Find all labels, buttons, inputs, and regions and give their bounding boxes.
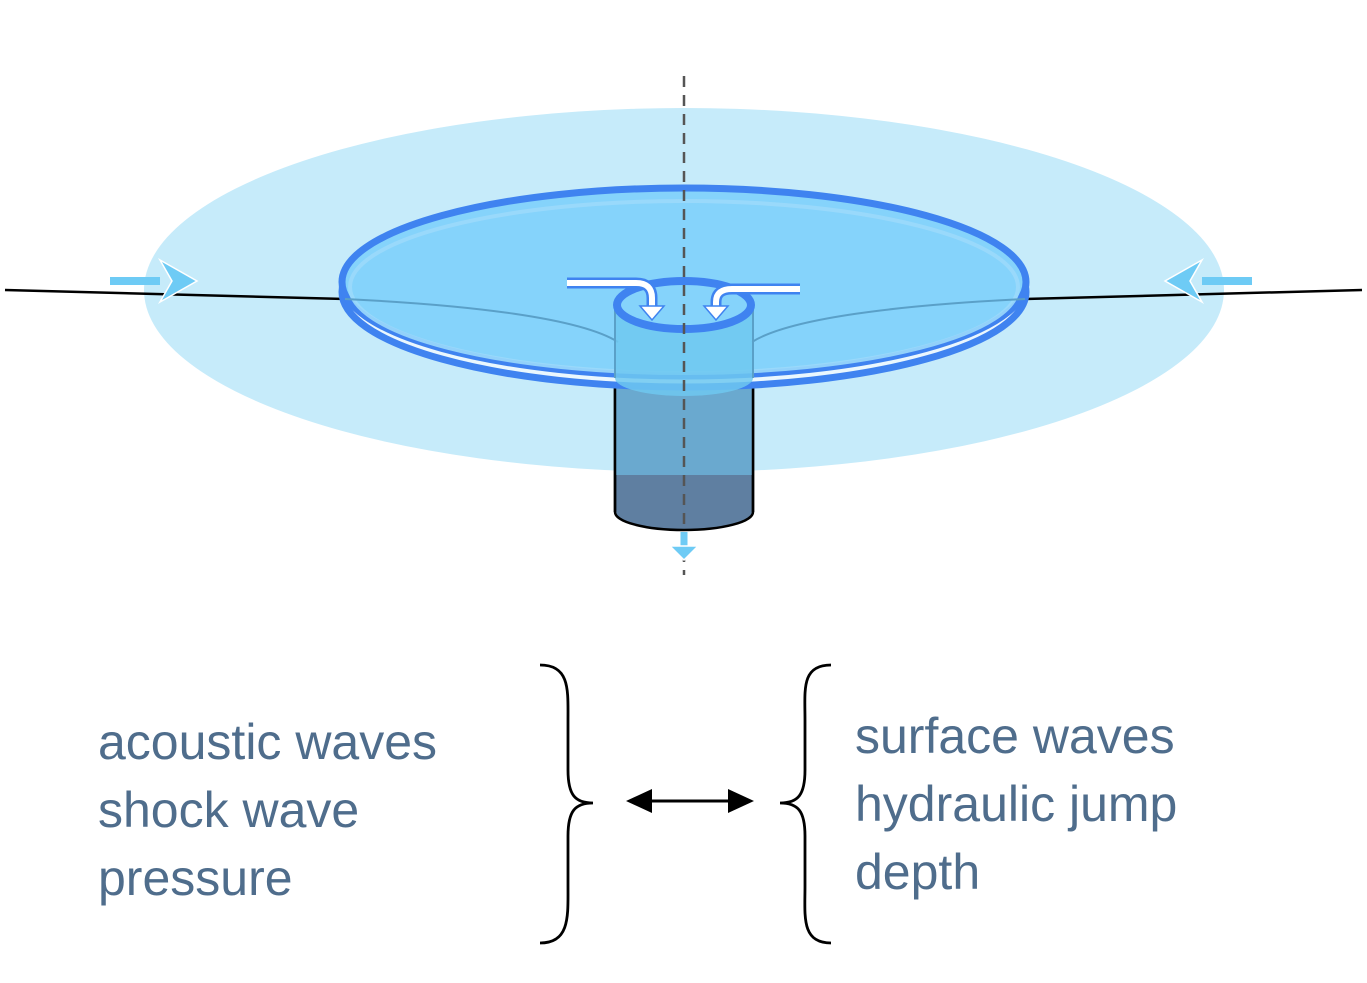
left-brace (539, 663, 594, 945)
arrow-left-icon (1163, 257, 1252, 305)
acoustic-analogy-labels: acoustic waves shock wave pressure (98, 708, 437, 912)
label-depth: depth (855, 844, 981, 900)
arrow-down-icon (668, 532, 700, 562)
label-acoustic-waves: acoustic waves (98, 714, 438, 770)
label-hydraulic-jump: hydraulic jump (855, 776, 1178, 832)
curved-arrow-right-icon (702, 283, 800, 322)
arrow-right-icon (110, 257, 199, 305)
label-shock-wave: shock wave (98, 782, 360, 838)
surface-line-left (4, 288, 346, 301)
hydraulic-analogy-labels: surface waves hydraulic jump depth (855, 702, 1177, 906)
curved-arrow-left-icon (567, 277, 666, 322)
surface-profile-right (751, 298, 1026, 343)
label-surface-waves: surface waves (855, 708, 1175, 764)
double-headed-arrow-icon (626, 789, 754, 813)
surface-profile-left (344, 298, 619, 343)
label-pressure: pressure (98, 850, 293, 906)
right-brace (779, 663, 832, 945)
